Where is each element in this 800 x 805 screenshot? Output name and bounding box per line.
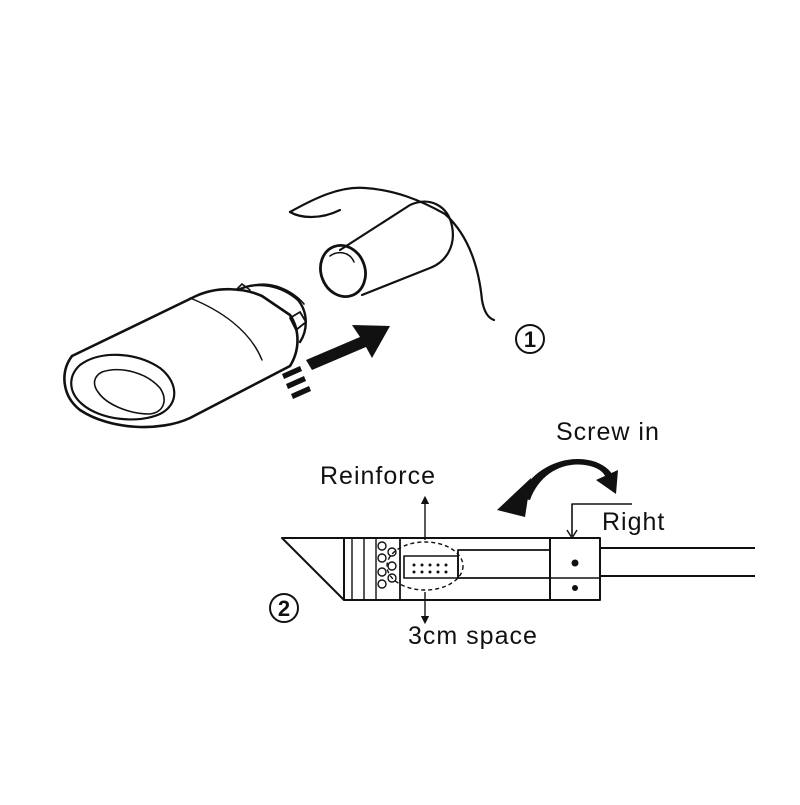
right-label: Right <box>602 508 665 536</box>
step-2-badge: 2 <box>269 593 299 623</box>
space-highlight <box>386 541 464 591</box>
reinforcement-holes <box>377 541 397 589</box>
step-2-illustration <box>281 495 755 625</box>
exhaust-pipe <box>288 186 496 322</box>
screw-in-label: Screw in <box>556 418 660 446</box>
space-label: 3cm space <box>408 622 538 650</box>
screw-in-arrow <box>497 459 618 517</box>
step-1-illustration <box>63 186 496 429</box>
exhaust-tip <box>63 283 307 429</box>
insert-arrow <box>282 325 390 399</box>
car-pipe <box>600 547 755 577</box>
reinforce-label: Reinforce <box>320 462 436 490</box>
step-1-number: 1 <box>524 327 536 352</box>
clamp-collar <box>549 537 601 601</box>
step-2-number: 2 <box>278 596 290 621</box>
tip-outline <box>281 537 551 601</box>
step-1-badge: 1 <box>515 324 545 354</box>
